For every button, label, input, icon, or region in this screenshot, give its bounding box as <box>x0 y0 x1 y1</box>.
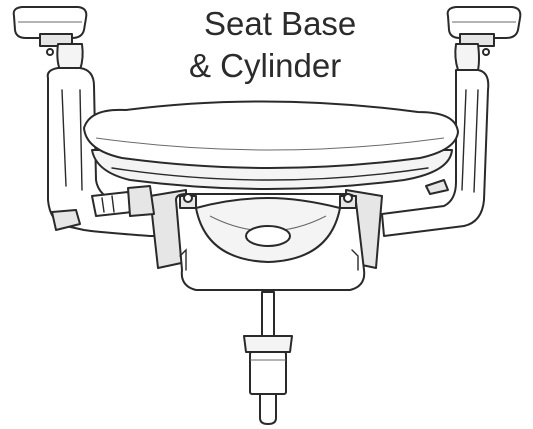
right-armrest <box>381 6 522 237</box>
diagram-title-line-2: & Cylinder <box>189 47 342 84</box>
seat-base-mechanism <box>91 185 383 291</box>
seat-cushion <box>83 100 459 190</box>
diagram-title-line-1: Seat Base <box>204 5 357 42</box>
left-armrest <box>12 6 191 237</box>
gas-cylinder <box>243 291 293 425</box>
